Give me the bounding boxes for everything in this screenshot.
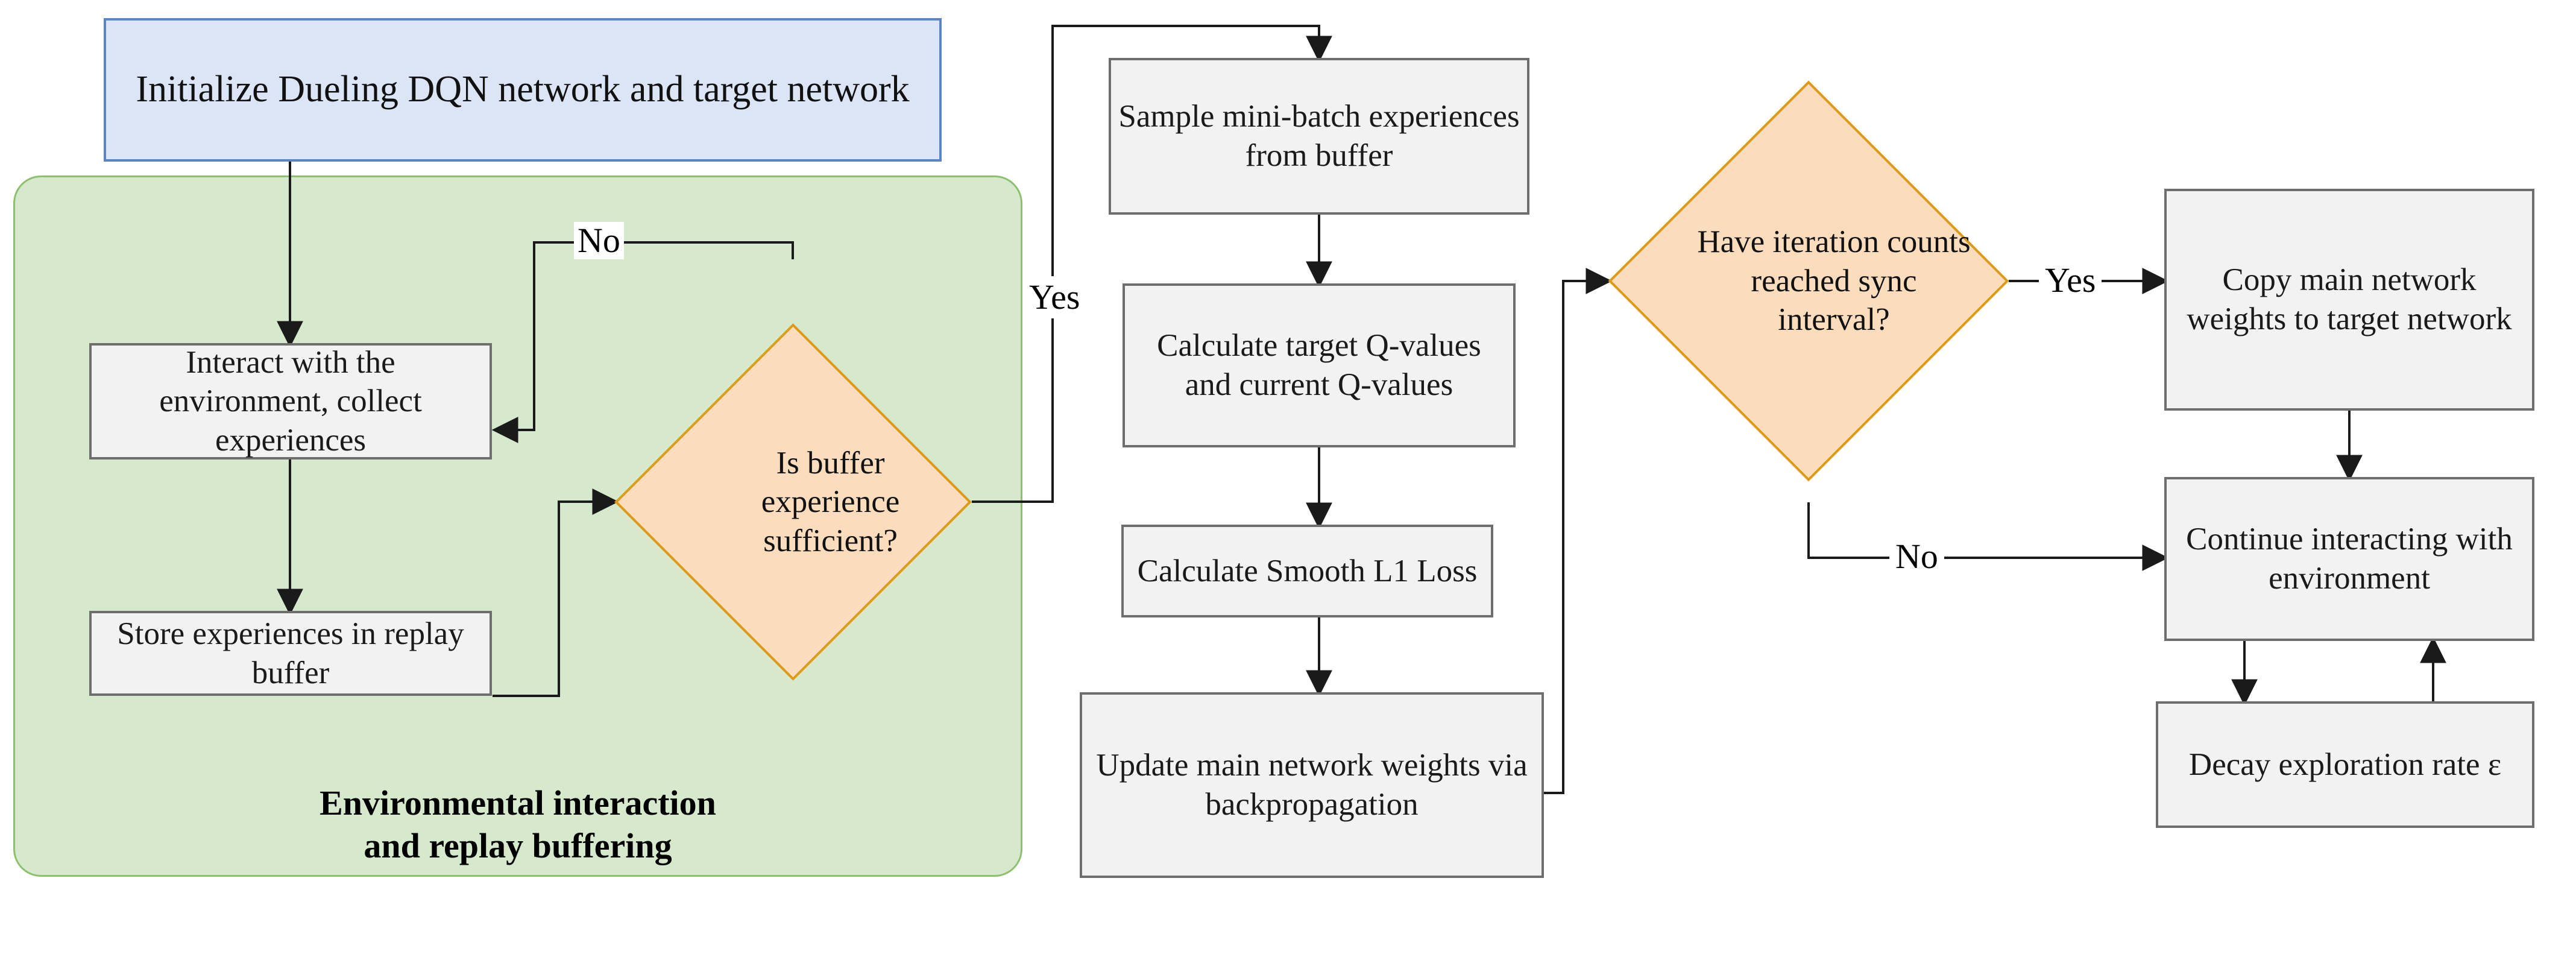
group-label: Environmental interaction and replay buf…: [13, 782, 1022, 868]
node-sample-minibatch-label: Sample mini-batch experiences from buffe…: [1118, 99, 1520, 173]
node-update-weights-label: Update main network weights via backprop…: [1096, 748, 1528, 822]
node-decay-epsilon[interactable]: Decay exploration rate ε: [2156, 701, 2534, 828]
edge-label-buffer-no: No: [574, 222, 624, 259]
node-store-experiences-label: Store experiences in replay buffer: [117, 616, 464, 690]
node-copy-weights[interactable]: Copy main network weights to target netw…: [2164, 189, 2534, 411]
node-store-experiences[interactable]: Store experiences in replay buffer: [89, 611, 492, 696]
node-calculate-qvalues-label: Calculate target Q-values and current Q-…: [1157, 328, 1481, 402]
edge-sync-decision-no-to-continue: [1807, 502, 2169, 571]
node-calculate-qvalues[interactable]: Calculate target Q-values and current Q-…: [1123, 283, 1516, 447]
node-calculate-loss[interactable]: Calculate Smooth L1 Loss: [1121, 525, 1493, 617]
node-initialize-network[interactable]: Initialize Dueling DQN network and targe…: [104, 18, 942, 162]
node-continue-interacting[interactable]: Continue interacting with environment: [2164, 477, 2534, 641]
group-label-line-2: and replay buffering: [364, 826, 672, 865]
node-sync-interval-decision[interactable]: Have iteration counts reached sync inter…: [1608, 80, 2009, 482]
node-initialize-network-label: Initialize Dueling DQN network and targe…: [136, 69, 910, 110]
edge-label-sync-no: No: [1889, 538, 1944, 575]
node-update-weights[interactable]: Update main network weights via backprop…: [1080, 692, 1544, 878]
node-sync-interval-decision-label: Have iteration counts reached sync inter…: [1697, 224, 1971, 338]
node-continue-interacting-label: Continue interacting with environment: [2186, 522, 2513, 596]
node-sample-minibatch[interactable]: Sample mini-batch experiences from buffe…: [1109, 58, 1529, 215]
node-interact-environment-label: Interact with the environment, collect e…: [159, 344, 422, 458]
group-label-line-1: Environmental interaction: [320, 783, 716, 822]
node-interact-environment[interactable]: Interact with the environment, collect e…: [89, 343, 492, 459]
node-buffer-sufficient-decision-label: Is buffer experience sufficient?: [761, 445, 900, 558]
node-calculate-loss-label: Calculate Smooth L1 Loss: [1137, 553, 1478, 589]
node-buffer-sufficient-decision[interactable]: Is buffer experience sufficient?: [614, 323, 972, 681]
edge-label-buffer-yes: Yes: [1024, 276, 1085, 318]
edge-label-sync-yes: Yes: [2039, 262, 2102, 299]
node-copy-weights-label: Copy main network weights to target netw…: [2187, 262, 2512, 336]
node-decay-epsilon-label: Decay exploration rate ε: [2188, 747, 2502, 782]
edge-update-to-sync-decision: [1544, 268, 1613, 794]
